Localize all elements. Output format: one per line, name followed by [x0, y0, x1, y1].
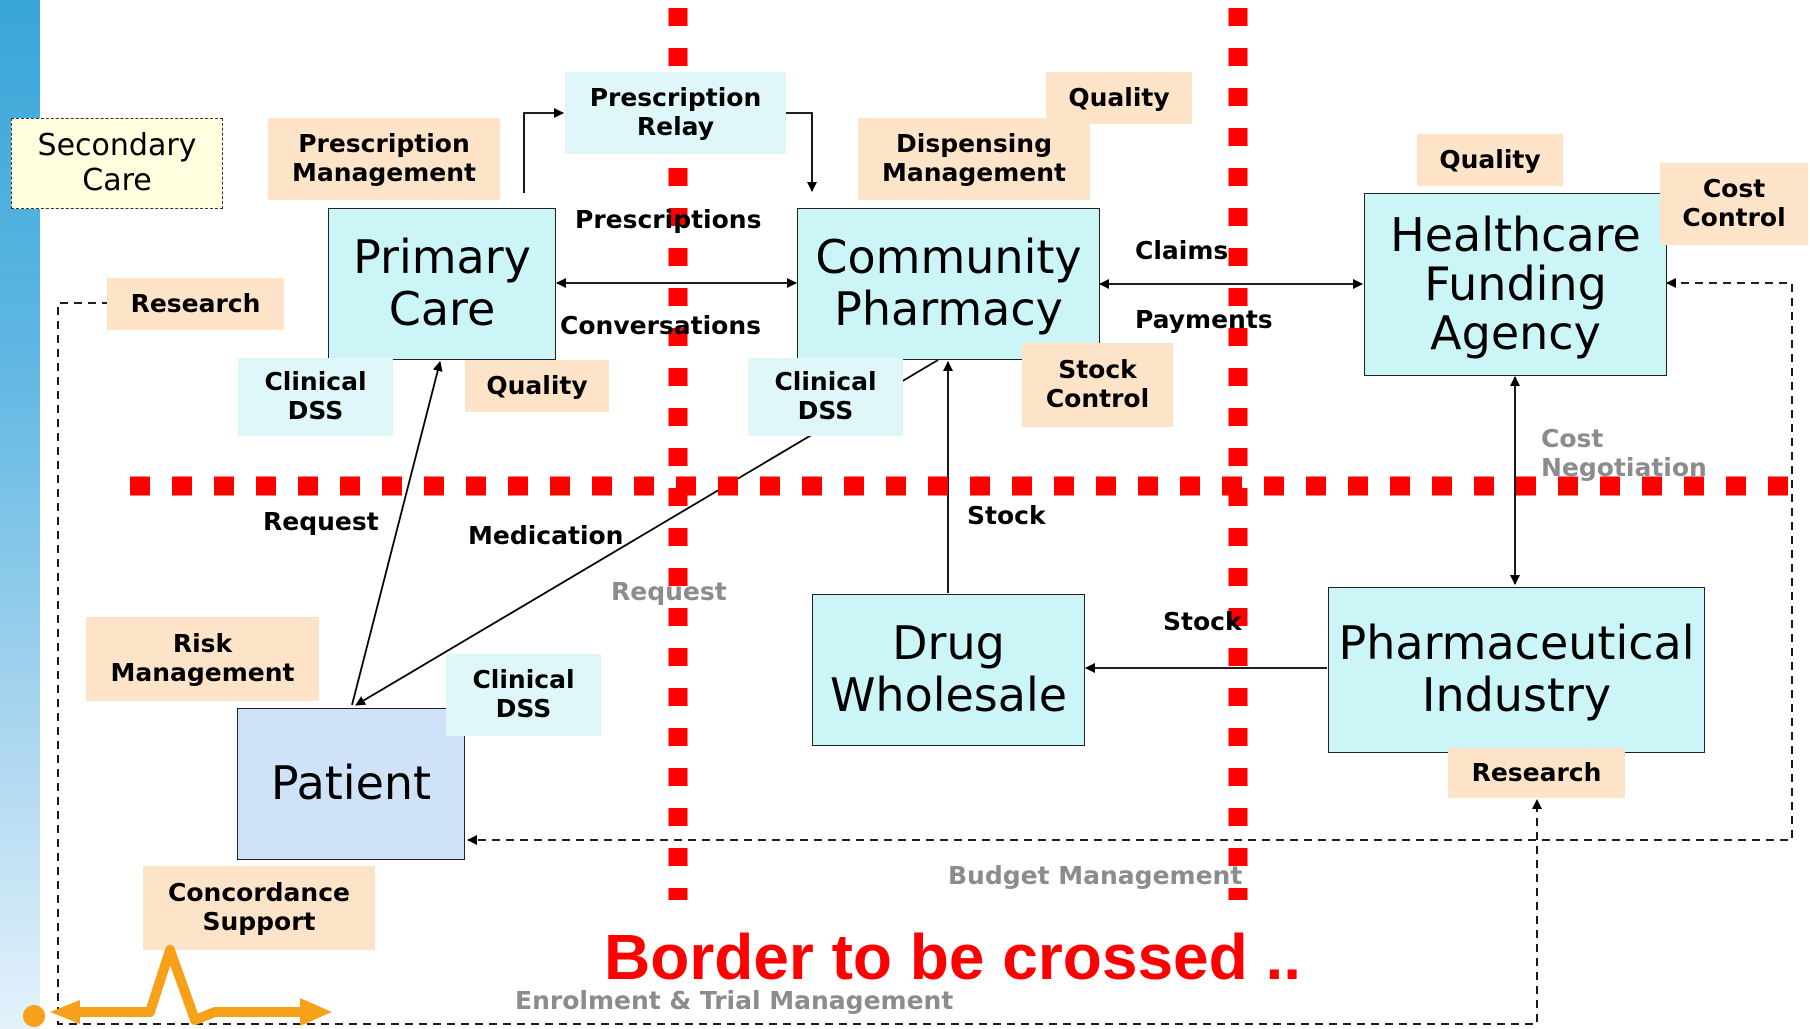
stock-up-label: Stock [967, 501, 1046, 530]
community-pharmacy-box[interactable]: Community Pharmacy [797, 208, 1100, 360]
healthcare-funding-box[interactable]: Healthcare Funding Agency [1364, 193, 1667, 376]
concordance-support-tag: Concordance Support [143, 866, 375, 950]
enrolment-loop-line [57, 302, 1542, 1025]
relay-in-line [523, 108, 564, 193]
cost-negotiation-label: Cost Negotiation [1541, 424, 1707, 482]
prescriptions-label: Prescriptions [575, 205, 762, 234]
medication-label: Medication [468, 521, 624, 550]
secondary-care-box[interactable]: Secondary Care [11, 118, 223, 209]
relay-out-line [786, 112, 817, 192]
banner-title: Border to be crossed .. [604, 921, 1302, 993]
payments-label: Payments [1135, 305, 1273, 334]
request-grey-label: Request [611, 577, 727, 606]
cost-control-tag: Cost Control [1660, 163, 1808, 245]
clinical-dss-pharmacy: Clinical DSS [748, 358, 903, 436]
stock-left-label: Stock [1163, 607, 1242, 636]
primary-care-box[interactable]: Primary Care [328, 208, 556, 360]
quality-pharmacy-tag: Quality [1046, 72, 1192, 124]
clinical-dss-patient: Clinical DSS [446, 654, 601, 736]
conversations-label: Conversations [560, 311, 762, 340]
prescription-management-tag: Prescription Management [268, 118, 500, 200]
quality-primary-tag: Quality [465, 360, 609, 412]
request-label: Request [263, 507, 379, 536]
dispensing-management-tag: Dispensing Management [858, 118, 1090, 200]
budget-loop-line [467, 278, 1793, 845]
prescription-relay-box[interactable]: Prescription Relay [565, 72, 786, 154]
stock-control-tag: Stock Control [1022, 343, 1173, 427]
drug-wholesale-box[interactable]: Drug Wholesale [812, 594, 1085, 746]
claims-label: Claims [1135, 236, 1229, 265]
enrolment-label: Enrolment & Trial Management [515, 986, 954, 1015]
research-left-tag: Research [107, 278, 284, 330]
patient-box[interactable]: Patient [237, 708, 465, 860]
risk-management-tag: Risk Management [86, 617, 319, 701]
research-industry-tag: Research [1448, 748, 1625, 798]
budget-management-label: Budget Management [948, 861, 1243, 890]
request-arrow [351, 361, 443, 706]
quality-funding-tag: Quality [1417, 134, 1563, 186]
clinical-dss-primary: Clinical DSS [238, 358, 393, 436]
pharma-industry-box[interactable]: Pharmaceutical Industry [1328, 587, 1705, 753]
